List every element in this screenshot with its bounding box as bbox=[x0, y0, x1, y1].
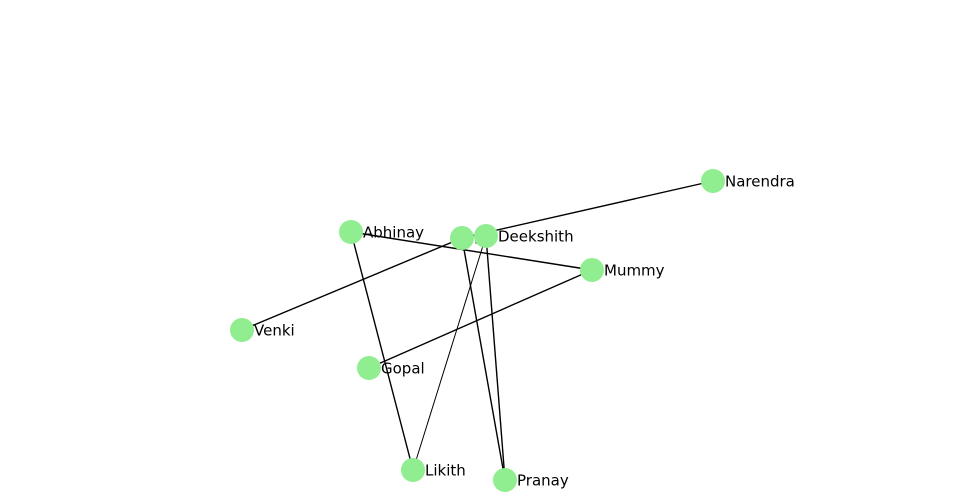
node-label-mummy: Mummy bbox=[604, 262, 665, 280]
edge-abhinay-likith bbox=[350, 231, 414, 471]
node-circle-likith[interactable] bbox=[401, 458, 425, 482]
node-circle-abhinay[interactable] bbox=[339, 220, 363, 244]
node-mummy[interactable]: Mummy bbox=[580, 258, 665, 282]
node-label-narendra: Narendra bbox=[725, 173, 795, 191]
node-narendra[interactable]: Narendra bbox=[701, 169, 795, 193]
node-pranay[interactable]: Pranay bbox=[493, 468, 569, 492]
node-circle-dp[interactable] bbox=[450, 226, 474, 250]
node-label-likith: Likith bbox=[425, 462, 466, 480]
node-abhinay[interactable]: Abhinay bbox=[339, 220, 424, 244]
node-circle-venki[interactable] bbox=[230, 318, 254, 342]
edge-deekshith-likith bbox=[412, 235, 487, 471]
node-venki[interactable]: Venki bbox=[230, 318, 295, 342]
node-label-pranay: Pranay bbox=[517, 472, 569, 490]
edge-dp-pranay bbox=[461, 237, 506, 481]
nodes-layer: NarendraAbhinayDPDeekshithMummyVenkiGopa… bbox=[230, 169, 795, 492]
node-deekshith[interactable]: Deekshith bbox=[474, 224, 574, 248]
node-label-abhinay: Abhinay bbox=[363, 224, 424, 242]
edges-layer bbox=[241, 180, 714, 481]
edge-deekshith-pranay bbox=[485, 235, 506, 481]
node-label-gopal: Gopal bbox=[381, 360, 425, 378]
edge-dp-narendra bbox=[461, 180, 714, 239]
node-circle-pranay[interactable] bbox=[493, 468, 517, 492]
edge-mummy-gopal bbox=[368, 269, 593, 369]
edge-abhinay-mummy bbox=[350, 231, 593, 271]
edge-venki-dp bbox=[241, 237, 463, 331]
node-circle-narendra[interactable] bbox=[701, 169, 725, 193]
node-gopal[interactable]: Gopal bbox=[357, 356, 425, 380]
node-label-venki: Venki bbox=[254, 322, 295, 340]
node-circle-gopal[interactable] bbox=[357, 356, 381, 380]
node-circle-mummy[interactable] bbox=[580, 258, 604, 282]
node-likith[interactable]: Likith bbox=[401, 458, 466, 482]
node-circle-deekshith[interactable] bbox=[474, 224, 498, 248]
node-label-deekshith: Deekshith bbox=[498, 228, 574, 246]
